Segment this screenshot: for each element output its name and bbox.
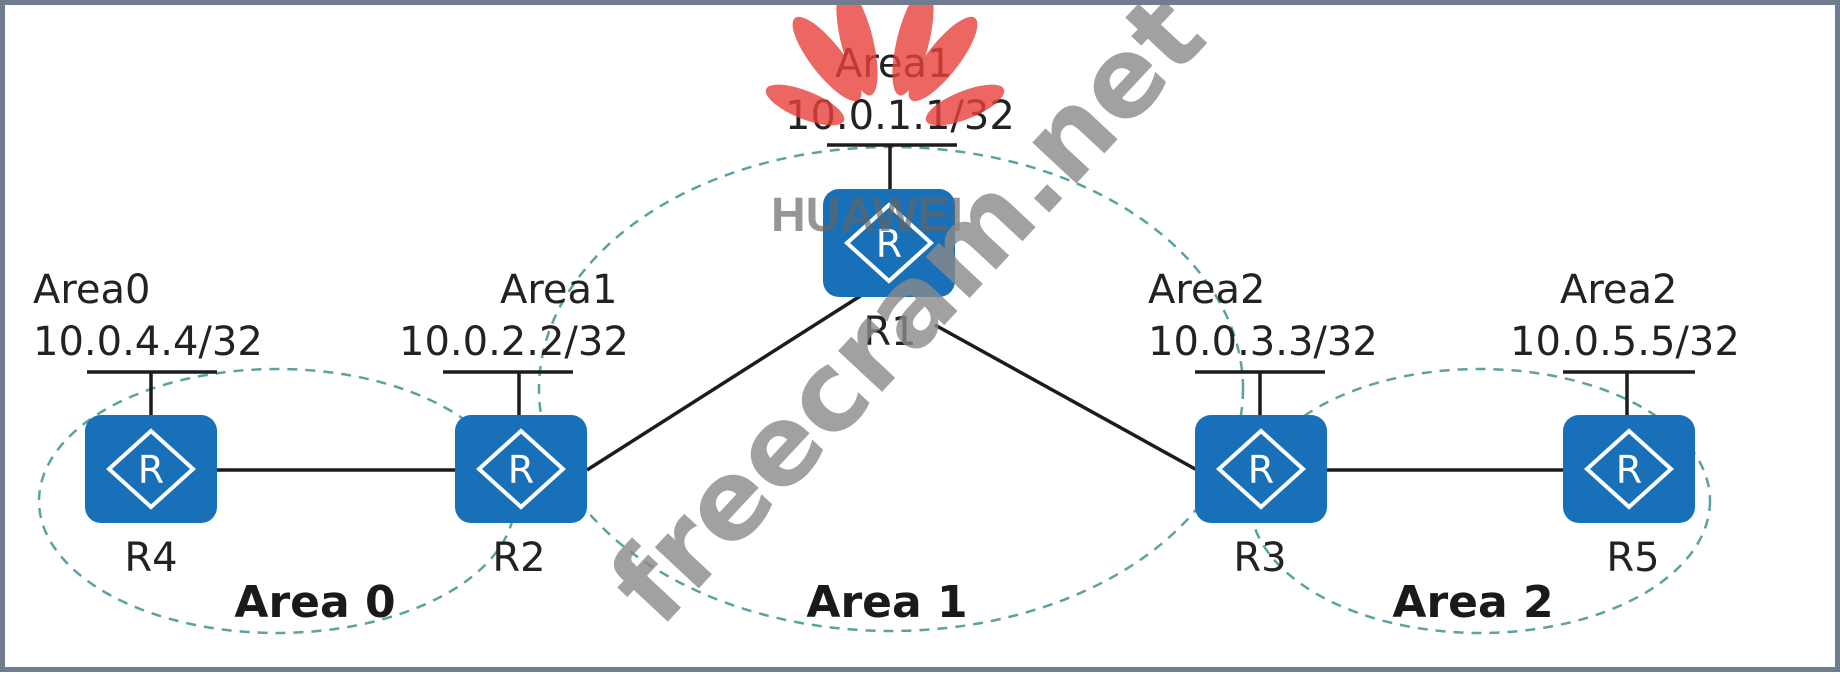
- huawei-logo-icon: HUAWEI: [765, 5, 1005, 242]
- loopback-address-r4: 10.0.4.4/32: [33, 319, 263, 365]
- loopback-address-r2: 10.0.2.2/32: [399, 319, 629, 365]
- loopback-stub-r2: [443, 370, 573, 415]
- router-r2-icon: R: [455, 415, 587, 523]
- svg-text:HUAWEI: HUAWEI: [771, 189, 963, 242]
- link-r2-r1: [586, 291, 866, 472]
- loopback-area-label-r3: Area2: [1148, 267, 1266, 313]
- loopback-stub-r5: [1563, 370, 1695, 415]
- router-label-r3: R3: [1233, 535, 1286, 581]
- loopback-address-r3: 10.0.3.3/32: [1148, 319, 1378, 365]
- svg-text:R: R: [1248, 448, 1274, 492]
- router-r1-icon: R: [823, 189, 955, 297]
- loopback-stub-r1: [827, 143, 957, 190]
- router-label-r4: R4: [124, 535, 177, 581]
- area-label-0: Area 0: [234, 577, 395, 628]
- loopback-area-label-r5: Area2: [1560, 267, 1678, 313]
- router-r5-icon: R: [1563, 415, 1695, 523]
- router-label-r5: R5: [1606, 535, 1659, 581]
- area-label-1: Area 1: [806, 577, 967, 628]
- svg-text:R: R: [1616, 448, 1642, 492]
- loopback-area-label-r4: Area0: [33, 267, 151, 313]
- link-r1-r3: [934, 323, 1198, 472]
- loopback-stub-r4: [87, 370, 217, 415]
- svg-text:R: R: [876, 222, 902, 266]
- network-topology-diagram: R R R R R R4 R2 R1 R3 R5 Area0 Area1 Are…: [33, 5, 1740, 648]
- router-r4-icon: R: [85, 415, 217, 523]
- svg-text:R: R: [138, 448, 164, 492]
- loopback-stub-r3: [1195, 370, 1325, 415]
- loopback-area-label-r2: Area1: [500, 267, 618, 313]
- router-r3-icon: R: [1195, 415, 1327, 523]
- loopback-address-r5: 10.0.5.5/32: [1510, 319, 1740, 365]
- router-label-r2: R2: [492, 535, 545, 581]
- area-label-2: Area 2: [1392, 577, 1553, 628]
- svg-text:R: R: [508, 448, 534, 492]
- router-label-r1: R1: [863, 309, 916, 355]
